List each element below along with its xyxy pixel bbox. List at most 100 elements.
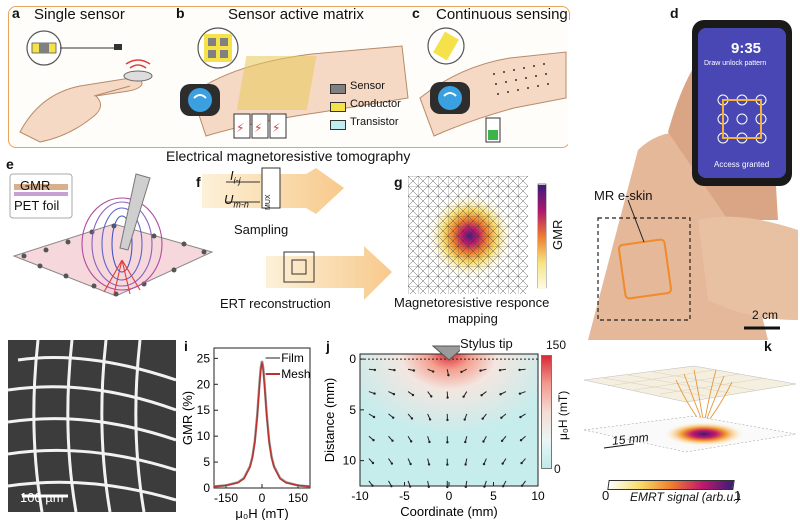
field-arrow-head	[462, 395, 465, 398]
series-line-mesh	[213, 362, 311, 488]
mux-label: MUX	[265, 194, 272, 210]
legend-conductor: Conductor	[350, 98, 401, 110]
panel-j-label: j	[326, 338, 330, 354]
phone-prompt: Draw unlock pattern	[704, 60, 767, 67]
x-tick-label: 0	[446, 489, 453, 503]
y-tick-label: 10	[197, 429, 211, 443]
x-tick-label: -150	[214, 491, 238, 505]
field-arrow-head	[409, 485, 412, 488]
field-arrow-head	[372, 415, 376, 419]
y-tick-label: 25	[197, 351, 211, 365]
svg-text:⚡: ⚡	[236, 121, 244, 135]
panel-b-title: Sensor active matrix	[228, 6, 364, 23]
field-arrow-head	[482, 440, 485, 443]
field-arrow-head	[371, 484, 374, 487]
gmr-layer-label: GMR	[20, 178, 51, 193]
field-arrow-head	[431, 370, 435, 373]
emrt-colorbar	[607, 480, 735, 490]
field-arrow-head	[483, 485, 486, 488]
field-arrow-head	[427, 463, 431, 466]
x-tick-label: -10	[351, 489, 369, 503]
sensor-grid	[236, 56, 317, 110]
field-arrow-head	[373, 392, 376, 395]
field-arrow-head	[501, 485, 505, 488]
ert-process-arrows	[202, 167, 392, 300]
emrt-3d-plot	[584, 365, 796, 488]
stylus-tip	[431, 345, 467, 361]
legend-transistor: Transistor	[350, 116, 399, 128]
field-colorbar-label: μ₀H (mT)	[556, 390, 570, 440]
x-tick-label: 0	[259, 491, 266, 505]
mesh-sem-image	[8, 340, 176, 512]
panel-e-label: e	[6, 156, 14, 172]
x-axis-label: Coordinate (mm)	[400, 504, 498, 519]
skin-dashed-box	[597, 217, 691, 321]
field-heatmap	[360, 354, 538, 486]
field-arrow-head	[391, 416, 395, 419]
y-tick-label: 0	[349, 352, 356, 366]
field-arrow-head	[446, 441, 449, 444]
y-tick-label: 5	[203, 455, 210, 469]
field-arrow-head	[464, 440, 467, 444]
triangular-mesh	[408, 176, 528, 294]
field-arrow-head	[464, 485, 468, 489]
y-tick-label: 15	[197, 403, 211, 417]
continuous-sensing-illustration	[419, 27, 567, 143]
field-arrow-head	[446, 418, 449, 422]
legend-swatch-conductor	[330, 102, 346, 112]
field-arrow-head	[390, 462, 394, 465]
stylus-tip-label: Stylus tip	[460, 336, 513, 351]
y-tick-label: 10	[343, 454, 357, 468]
field-arrow-head	[479, 369, 482, 372]
legend-swatch-transistor	[330, 120, 346, 130]
pet-foil-label: PET foil	[14, 198, 60, 213]
panel-a-label: a	[12, 5, 20, 21]
field-arrow-head	[481, 417, 484, 420]
field-arrow-head	[501, 462, 504, 465]
phone-and-arm-photo	[568, 20, 798, 340]
y-tick-label: 0	[203, 481, 210, 495]
legend-label-mesh: Mesh	[281, 367, 310, 381]
gmr-caption-line1: Magnetoresistive responce	[394, 295, 550, 310]
emrt-colorbar-min: 0	[602, 488, 610, 503]
field-arrow-head	[446, 463, 449, 466]
field-arrow-head	[430, 395, 433, 398]
field-arrow-head	[518, 368, 521, 372]
ert-reconstruction-label: ERT reconstruction	[220, 296, 331, 311]
field-arrow-head	[500, 439, 504, 443]
x-tick-label: 10	[531, 489, 545, 503]
single-sensor-illustration	[19, 30, 153, 143]
field-arrow-head	[520, 461, 523, 465]
active-matrix-illustration: ⚡ ⚡ ⚡	[180, 27, 409, 139]
field-arrow-head	[500, 416, 503, 419]
field-arrow-head	[391, 439, 394, 442]
field-arrow-head	[464, 463, 467, 466]
legend-label-film: Film	[281, 351, 304, 365]
field-arrow-head	[412, 369, 416, 372]
gmr-caption-line2: mapping	[448, 311, 498, 326]
emrt-colorbar-max: 1	[734, 488, 742, 503]
x-axis-label: μ₀H (mT)	[235, 506, 288, 520]
field-arrow-head	[372, 438, 375, 442]
current-label: Ii-j	[230, 168, 241, 186]
svg-text:⚡: ⚡	[272, 121, 280, 135]
field-arrow-head	[519, 415, 522, 419]
field-arrow-head	[409, 462, 412, 466]
ert-setup-illustration	[9, 173, 214, 297]
gmr-map	[408, 176, 547, 294]
field-arrow-head	[428, 440, 431, 444]
field-arrow-head	[393, 368, 396, 372]
y-axis-label: Distance (mm)	[322, 378, 337, 463]
field-arrow-head	[392, 392, 396, 396]
field-arrow-head	[373, 368, 377, 372]
field-arrow-head	[499, 393, 502, 396]
panel-f-label: f	[196, 174, 201, 190]
panel-h-scale: 100 µm	[20, 490, 64, 505]
field-colorbar	[541, 355, 552, 469]
y-tick-label: 20	[197, 377, 211, 391]
x-tick-label: -5	[399, 489, 410, 503]
field-arrow-head	[520, 484, 524, 487]
emrt-colorbar-label: EMRT signal (arb.u.)	[630, 490, 741, 504]
